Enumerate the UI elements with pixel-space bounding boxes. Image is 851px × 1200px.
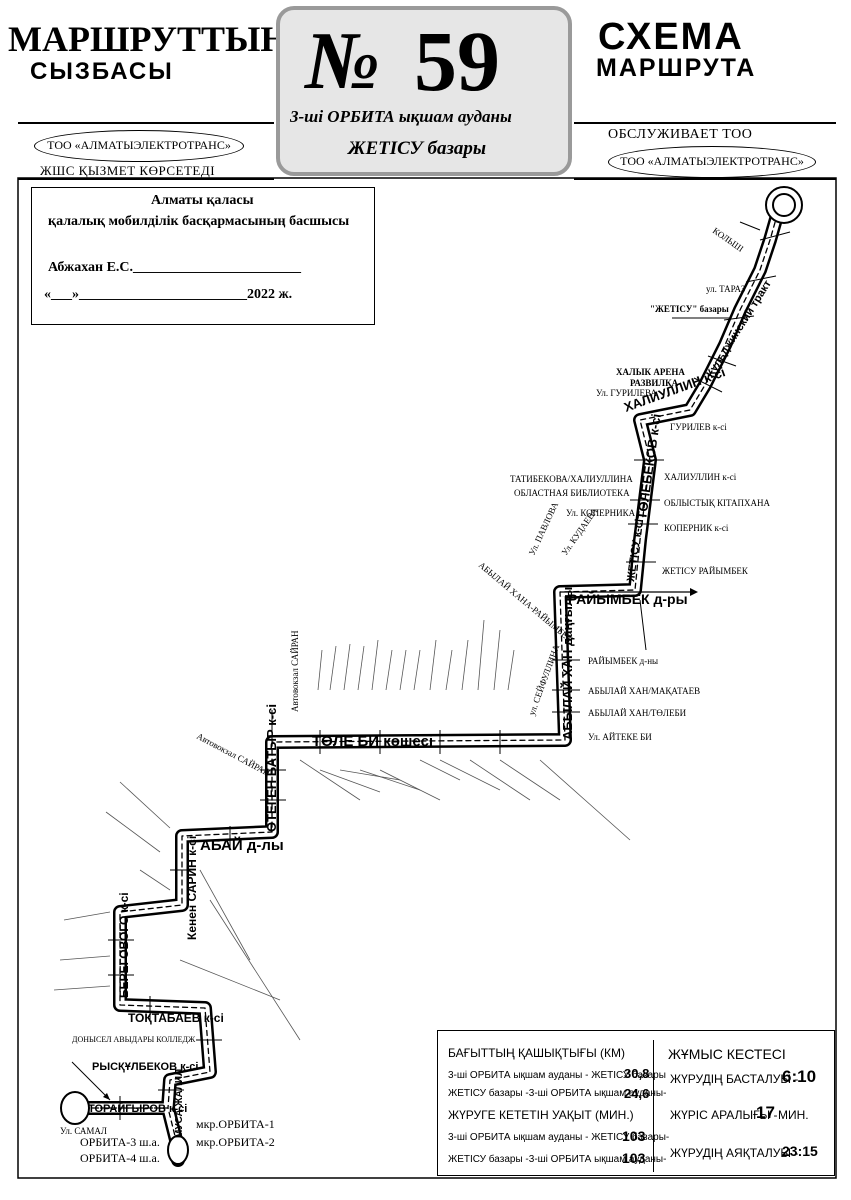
stop-taraz: ул. ТАРАЗ bbox=[706, 284, 746, 294]
distance-row2-value: 24,6 bbox=[624, 1086, 650, 1101]
header-title-ru-line2: МАРШРУТА bbox=[596, 54, 757, 82]
approval-date: «___»________________________2022 ж. bbox=[44, 287, 293, 302]
distance-row1-value: 30,8 bbox=[624, 1066, 650, 1081]
stop-kolshi: КОЛЬШІ bbox=[711, 225, 746, 253]
stop-orbita1: мкр.ОРБИТА-1 bbox=[196, 1117, 275, 1131]
schedule-interval-label: ЖҮРІС АРАЛЫҒЫ - bbox=[670, 1108, 778, 1122]
street-abylai: АБЫЛАЙ ХАН даңғылы bbox=[560, 587, 575, 740]
stop-markers bbox=[108, 231, 791, 1120]
stop-halilullin-k: ХАЛИУЛЛИН к-сі bbox=[664, 472, 737, 482]
street-toktabaev: ТОҚТАБАЕВ к-сі bbox=[128, 1011, 224, 1025]
stop-gurilev-k: ГУРИЛЕВ к-сі bbox=[670, 422, 727, 432]
time-row1-value: 103 bbox=[622, 1128, 646, 1144]
header-title-kz-line2: СЫЗБАСЫ bbox=[30, 58, 174, 85]
stop-raiymbek-dn: РАЙЫМБЕК д-ны bbox=[588, 656, 658, 666]
stop-orbita2: мкр.ОРБИТА-2 bbox=[196, 1135, 275, 1149]
approval-department: қалалық мобилділік басқармасының басшысы bbox=[48, 214, 350, 229]
time-title: ЖҮРУГЕ КЕТЕТІН УАҚЫТ (МИН.) bbox=[448, 1108, 634, 1122]
schedule-interval-value: 17 bbox=[756, 1103, 775, 1122]
route-line bbox=[61, 198, 787, 1167]
stop-pavlova: Ул. ПАВЛОВА bbox=[527, 500, 561, 557]
route-destination-start: 3-ші ОРБИТА ықшам ауданы bbox=[290, 107, 512, 126]
route-info-divider bbox=[653, 1040, 654, 1172]
distance-row1-label: 3-ші ОРБИТА ықшам ауданы - ЖЕТІСУ базары bbox=[448, 1070, 666, 1081]
stop-zhetisu-bazary: "ЖЕТІСУ" базары bbox=[650, 304, 729, 314]
header-divider-right bbox=[574, 122, 836, 124]
stop-oblys: ОБЛЫСТЫҚ КІТАПХАНА bbox=[664, 498, 771, 508]
distance-title: БАҒЫТТЫҢ ҚАШЫҚТЫҒЫ (КМ) bbox=[448, 1046, 626, 1060]
route-info-box bbox=[437, 1030, 835, 1176]
street-beregovoy: БЕРЕГОВОГО к-сі bbox=[117, 892, 131, 998]
schedule-end-label: ЖҮРУДІҢ АЯҚТАЛУЫ - bbox=[670, 1146, 799, 1160]
stop-kopernik-k: КОПЕРНИК к-сі bbox=[664, 523, 729, 533]
time-row1-label: 3-ші ОРБИТА ықшам ауданы - ЖЕТІСУ базары… bbox=[448, 1132, 670, 1143]
street-tole-bi: ТӨЛЕ БИ көшесі bbox=[312, 733, 433, 750]
header-divider-left bbox=[18, 122, 274, 124]
street-raiymbek: РАЙЫМБЕК д-ры bbox=[568, 590, 688, 607]
street-abai: АБАЙ д-лы bbox=[200, 836, 284, 854]
stop-abylai-makataev: АБЫЛАЙ ХАН/МАҚАТАЕВ bbox=[588, 686, 700, 696]
stop-zhetisu-raiymbek: ЖЕТІСУ РАЙЫМБЕК bbox=[662, 566, 749, 576]
time-row2-label: ЖЕТІСУ базары -3-ші ОРБИТА ықшам ауданы- bbox=[448, 1154, 667, 1165]
stop-tatibekova: ТАТИБЕКОВА/ХАЛИУЛЛИНА bbox=[510, 474, 633, 484]
header-title-kz-line1: МАРШРУТТЫҢ bbox=[8, 19, 289, 59]
route-line-dashes bbox=[67, 204, 781, 1161]
stop-abai-sairan: Автовокзал САЙРАН bbox=[195, 731, 272, 778]
approval-box bbox=[31, 187, 375, 325]
street-saryn: Кенен САРИН к-сі bbox=[185, 836, 199, 940]
stop-oblastnaya: ОБЛАСТНАЯ БИБЛИОТЕКА bbox=[514, 488, 630, 498]
operator-caption-right: ОБСЛУЖИВАЕТ ТОО bbox=[608, 127, 753, 142]
distance-row2-label: ЖЕТІСУ базары -3-ші ОРБИТА ықшам ауданы- bbox=[448, 1088, 667, 1099]
stop-aiteke-bi: Ул. АЙТЕКЕ БИ bbox=[588, 732, 652, 742]
schedule-title: ЖҰМЫС КЕСТЕСІ bbox=[668, 1046, 786, 1062]
stop-razvilka: РАЗВИЛКА bbox=[630, 378, 679, 388]
time-row2-value: 103 bbox=[622, 1150, 646, 1166]
stop-kopernika: Ул. КОПЕРНИКА bbox=[566, 508, 636, 518]
schedule-interval-unit: МИН. bbox=[778, 1108, 809, 1122]
terminal-orbita-icon bbox=[167, 1135, 189, 1165]
stop-abylai-tolebi: АБЫЛАЙ ХАН/ТӨЛЕБИ bbox=[588, 708, 687, 718]
approval-signatory: Абжахан Е.С.________________________ bbox=[48, 260, 302, 275]
map-frame bbox=[17, 177, 837, 1179]
street-otegen: ӨТЕГЕН БАТЫР к-сі bbox=[264, 704, 279, 832]
operator-oval-left: ТОО «АЛМАТЫЭЛЕКТРОТРАНС» bbox=[34, 130, 244, 162]
direction-arrow-icon bbox=[690, 588, 698, 596]
route-number: 59 bbox=[414, 13, 500, 109]
approval-city: Алматы қаласы bbox=[151, 193, 254, 208]
stop-halyk-arena: ХАЛЫК АРЕНА bbox=[616, 367, 685, 377]
stop-college: ДОНЫСЕЛ АВЫДАРЫ КОЛЛЕДЖ bbox=[72, 1035, 196, 1044]
street-toraigyrov: ТОРАЙҒЫРОВ к-сі bbox=[88, 1102, 187, 1115]
terminal-south-icon bbox=[60, 1091, 90, 1125]
stop-orbita3: ОРБИТА-3 ш.а. bbox=[80, 1135, 160, 1149]
stop-sairan: Автовокзал САЙРАН bbox=[290, 630, 300, 712]
stop-ul-samal: Ул. САМАЛ bbox=[60, 1126, 107, 1136]
route-number-panel bbox=[276, 6, 572, 176]
operator-caption-left: ЖШС ҚЫЗМЕТ КӨРСЕТЕДІ bbox=[40, 163, 216, 178]
street-musa: МУСА ЖАЛИЛ bbox=[174, 1069, 185, 1138]
schedule-end-value: 23:15 bbox=[782, 1143, 818, 1159]
stop-orbita4: ОРБИТА-4 ш.а. bbox=[80, 1151, 160, 1165]
schedule-start-value: 6:10 bbox=[782, 1067, 817, 1086]
stop-gurileva: Ул. ГУРИЛЕВА bbox=[596, 388, 657, 398]
minor-labels bbox=[53, 619, 631, 1041]
header-title-ru-line1: СХЕМА bbox=[598, 16, 744, 58]
route-number-sign: № bbox=[305, 15, 381, 106]
schedule-start-label: ЖҮРУДІҢ БАСТАЛУЫ - bbox=[670, 1072, 799, 1086]
street-rysqulbekov: РЫСҚҰЛБЕКОВ к-сі bbox=[92, 1061, 198, 1073]
route-destination-end: ЖЕТІСУ базары bbox=[348, 138, 487, 159]
